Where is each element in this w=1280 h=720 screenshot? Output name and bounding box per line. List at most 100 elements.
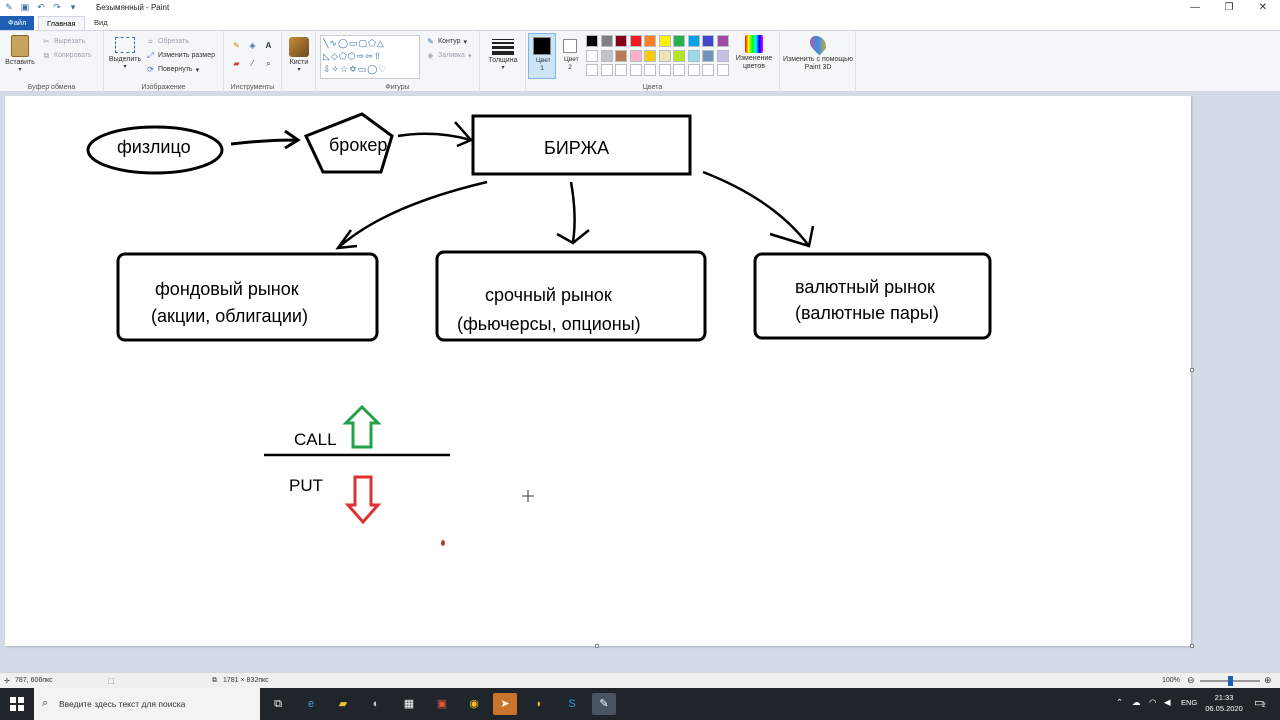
color-picker-icon[interactable]: ⁄ xyxy=(251,59,254,68)
paint-taskbar-icon[interactable]: ✎ xyxy=(592,693,616,715)
task-view-icon[interactable]: ⧉ xyxy=(274,698,282,710)
windows-start-icon[interactable] xyxy=(10,697,24,711)
brushes-button[interactable]: Кисти ▾ xyxy=(284,37,314,73)
palette-color-swatch[interactable] xyxy=(615,49,627,62)
cut-button[interactable]: ✂Вырезать xyxy=(43,37,86,46)
rotate-button[interactable]: ⟳Повернуть▾ xyxy=(147,65,200,74)
zoom-slider-thumb[interactable] xyxy=(1228,676,1233,686)
palette-color-swatch[interactable] xyxy=(702,35,714,47)
palette-color-swatch[interactable] xyxy=(629,49,642,62)
palette-color-swatch[interactable] xyxy=(716,35,729,47)
yellow-app-icon[interactable]: ◗ xyxy=(535,698,543,710)
palette-color-swatch[interactable] xyxy=(702,64,714,76)
chrome-icon[interactable]: ◉ xyxy=(469,698,479,710)
minimize-button[interactable]: — xyxy=(1190,2,1200,13)
pencil-icon[interactable]: ✎ xyxy=(233,41,240,50)
red-app-icon[interactable]: ▣ xyxy=(436,698,448,710)
pentagon-shape-icon[interactable]: ⬠ xyxy=(338,51,348,61)
down-arrow-shape-icon[interactable]: ⇩ xyxy=(323,64,332,74)
canvas-resize-handle-bottom[interactable] xyxy=(595,644,599,648)
drawing-canvas[interactable]: физлицо брокер БИРЖА фондовый рынок (акц… xyxy=(5,96,1191,646)
fill-dropdown[interactable]: ◈Заливка▾ xyxy=(427,51,472,60)
magnifier-icon[interactable]: ⌕ xyxy=(266,59,271,68)
chevron-up-icon[interactable]: ⌃ xyxy=(1116,697,1124,707)
shapes-gallery[interactable]: ╲∿◯▭▢⬠△ ◺◇⬠⬡⇨⇦⇧ ⇩✧☆✡▭◯♡ xyxy=(320,35,420,79)
palette-color-swatch[interactable] xyxy=(644,49,656,62)
color1-button[interactable]: Цвет 1 xyxy=(528,33,556,79)
cloud-icon[interactable]: ☁ xyxy=(1132,697,1141,707)
hexagon-shape-icon[interactable]: ⬡ xyxy=(347,51,357,61)
select-button[interactable]: Выделить ▾ xyxy=(108,37,142,70)
palette-color-swatch[interactable] xyxy=(586,49,598,62)
restore-button[interactable]: ❐ xyxy=(1224,2,1234,13)
customize-icon[interactable]: ▾ xyxy=(70,2,76,12)
language-indicator[interactable]: ENG xyxy=(1181,698,1198,707)
palette-color-swatch[interactable] xyxy=(600,35,613,47)
palette-color-swatch[interactable] xyxy=(716,64,729,76)
skype-icon[interactable]: S xyxy=(568,698,576,710)
six-point-star-shape-icon[interactable]: ✡ xyxy=(349,64,358,74)
undo-icon[interactable]: ↶ xyxy=(37,2,45,12)
palette-color-swatch[interactable] xyxy=(716,49,729,62)
tab-home[interactable]: Главная xyxy=(38,16,85,30)
palette-color-swatch[interactable] xyxy=(586,35,598,47)
text-icon[interactable]: A xyxy=(265,41,272,50)
callout-shape-icon[interactable]: ▭ xyxy=(357,64,368,74)
palette-color-swatch[interactable] xyxy=(673,49,685,62)
tab-view[interactable]: Вид xyxy=(94,18,108,27)
canvas-resize-handle-right[interactable] xyxy=(1190,368,1194,372)
zoom-slider[interactable] xyxy=(1200,676,1260,686)
copy-button[interactable]: ⧉Копировать xyxy=(43,51,92,60)
canvas-resize-handle-corner[interactable] xyxy=(1190,644,1194,648)
thickness-button[interactable]: Толщина ▾ xyxy=(486,37,520,71)
paste-button[interactable]: Вставить ▾ xyxy=(4,35,36,73)
palette-color-swatch[interactable] xyxy=(687,64,700,76)
tab-file[interactable]: Файл xyxy=(0,16,35,30)
palette-color-swatch[interactable] xyxy=(629,64,642,76)
palette-color-swatch[interactable] xyxy=(644,64,656,76)
palette-color-swatch[interactable] xyxy=(600,49,613,62)
zoom-out-button[interactable]: ⊖ xyxy=(1187,675,1195,685)
edit-colors-button[interactable]: Изменение цветов xyxy=(732,35,776,71)
edge-icon[interactable]: e xyxy=(307,698,315,710)
wifi-icon[interactable]: ◠ xyxy=(1149,697,1157,707)
five-point-star-shape-icon[interactable]: ☆ xyxy=(340,64,350,74)
palette-color-swatch[interactable] xyxy=(687,49,700,62)
network-app-icon[interactable]: ◐ xyxy=(372,698,380,710)
telegram-icon[interactable]: ➤ xyxy=(493,693,517,715)
color2-button[interactable]: Цвет 2 xyxy=(558,33,582,79)
palette-color-swatch[interactable] xyxy=(629,35,642,47)
palette-color-swatch[interactable] xyxy=(658,64,671,76)
resize-button[interactable]: ⤢Изменить размер xyxy=(147,51,216,60)
palette-color-swatch[interactable] xyxy=(615,35,627,47)
polygon-shape-icon[interactable]: ⬠ xyxy=(368,38,377,48)
outline-dropdown[interactable]: ✎Контур▾ xyxy=(427,37,467,46)
heart-shape-icon[interactable]: ♡ xyxy=(378,64,388,74)
edit-with-paint3d-button[interactable]: Изменить с помощью Paint 3D xyxy=(782,32,854,72)
file-explorer-icon[interactable]: ▰ xyxy=(338,698,348,710)
fill-bucket-icon[interactable]: ◈ xyxy=(249,41,256,50)
rectangle-shape-icon[interactable]: ▭ xyxy=(349,38,359,48)
palette-color-swatch[interactable] xyxy=(644,35,656,47)
rounded-rectangle-shape-icon[interactable]: ▢ xyxy=(358,38,369,48)
redo-icon[interactable]: ↷ xyxy=(53,2,61,12)
four-point-star-shape-icon[interactable]: ✧ xyxy=(331,64,341,74)
line-shape-icon[interactable]: ╲ xyxy=(323,38,330,48)
close-button[interactable]: ✕ xyxy=(1258,2,1268,13)
right-triangle-shape-icon[interactable]: ◺ xyxy=(323,51,331,61)
palette-color-swatch[interactable] xyxy=(673,64,685,76)
save-icon[interactable]: ▣ xyxy=(20,2,30,12)
eraser-icon[interactable]: ▰ xyxy=(233,59,240,68)
palette-color-swatch[interactable] xyxy=(673,35,685,47)
diamond-shape-icon[interactable]: ◇ xyxy=(330,51,339,61)
clock[interactable]: 21:33 06.05.2020 xyxy=(1205,693,1243,713)
volume-icon[interactable]: ◀ xyxy=(1164,697,1171,707)
up-arrow-shape-icon[interactable]: ⇧ xyxy=(373,51,383,61)
left-arrow-shape-icon[interactable]: ⇦ xyxy=(365,51,374,61)
palette-color-swatch[interactable] xyxy=(586,64,598,76)
palette-color-swatch[interactable] xyxy=(615,64,627,76)
palette-color-swatch[interactable] xyxy=(687,35,700,47)
zoom-in-button[interactable]: ⊕ xyxy=(1264,675,1272,685)
curve-shape-icon[interactable]: ∿ xyxy=(329,38,338,48)
palette-color-swatch[interactable] xyxy=(600,64,613,76)
